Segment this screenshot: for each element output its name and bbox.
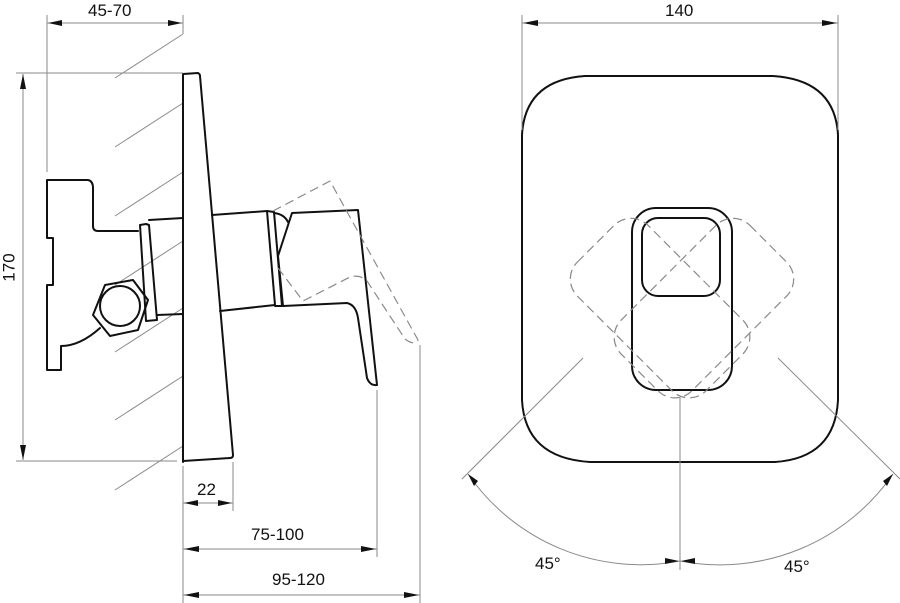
dim-label-plate-thickness: 22 xyxy=(197,480,216,499)
cover-plate-side xyxy=(182,72,234,462)
cartridge-dome xyxy=(273,212,289,223)
wall-hatching xyxy=(114,33,184,491)
connection-nut xyxy=(92,279,149,337)
dim-label-total-depth: 95-120 xyxy=(272,570,325,589)
lever-raised-outline xyxy=(272,180,419,344)
dim-140 xyxy=(521,15,839,130)
front-view xyxy=(461,15,900,570)
lever-front-window xyxy=(641,217,721,297)
dim-label-rotation-right: 45° xyxy=(784,557,810,576)
dim-label-lever-depth: 75-100 xyxy=(251,525,304,544)
lever-handle xyxy=(277,209,378,387)
cover-plate-front xyxy=(521,75,839,463)
lever-front-outer xyxy=(631,207,733,391)
lever-rotated-outlines xyxy=(569,217,795,399)
body-top-edge xyxy=(148,217,184,221)
dim-label-height: 170 xyxy=(0,253,19,282)
dim-45-70 xyxy=(46,15,184,172)
dim-label-width: 140 xyxy=(665,1,694,20)
cartridge-housing xyxy=(211,210,276,312)
dim-75-100 xyxy=(183,390,378,557)
concealed-body xyxy=(46,179,139,371)
connection-port xyxy=(99,285,141,327)
body-bottom-edge xyxy=(156,313,184,316)
dim-22 xyxy=(182,462,234,603)
dim-label-rotation-left: 45° xyxy=(535,554,561,573)
mounting-flange xyxy=(139,223,158,322)
dim-95-120 xyxy=(183,345,421,603)
dim-label-top-depth: 45-70 xyxy=(88,1,132,20)
side-view xyxy=(16,15,421,603)
dim-170 xyxy=(16,72,183,462)
dim-rotation-angles xyxy=(461,357,900,570)
